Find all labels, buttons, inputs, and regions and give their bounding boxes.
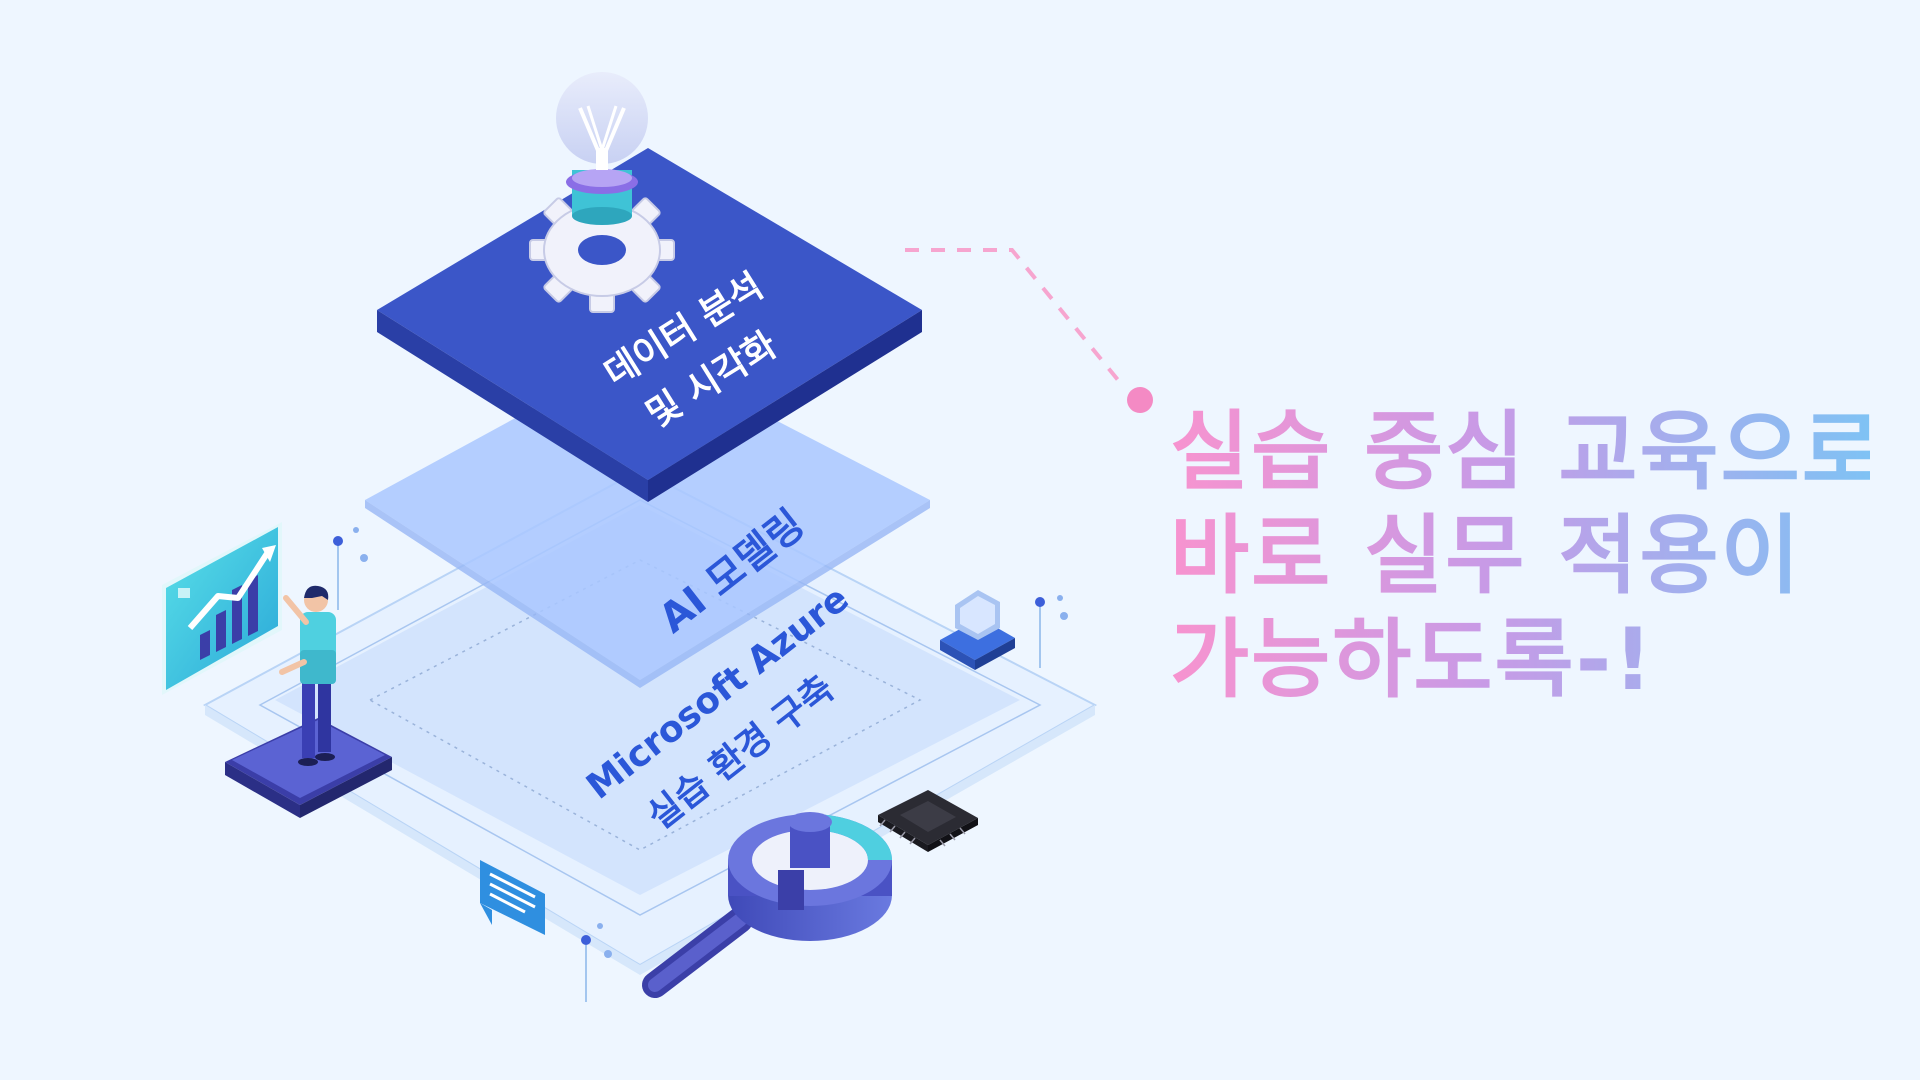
headline-line-1: 실습 중심 교육으로	[1170, 402, 1883, 502]
headline-line-3: 가능하도록-!	[1170, 608, 1870, 712]
microchip-icon	[878, 790, 978, 852]
magnifier-chart-icon	[642, 812, 892, 998]
chat-bubble-icon	[480, 860, 545, 935]
headline: 실습 중심 교육으로 바로 실무 적용이 가능하도록-!	[1170, 400, 1883, 712]
headline-line-2: 바로 실무 적용이	[1170, 504, 1870, 608]
gear-icon	[529, 187, 675, 313]
connector-end-dot	[1127, 387, 1153, 413]
layer-data	[377, 148, 922, 502]
layer-ai	[365, 350, 930, 688]
lightbulb-icon	[556, 72, 648, 225]
decorative-dots	[333, 527, 1068, 1002]
growth-chart-screen-icon	[162, 522, 282, 695]
person-figure	[279, 585, 336, 766]
printer-device-icon	[940, 590, 1015, 670]
